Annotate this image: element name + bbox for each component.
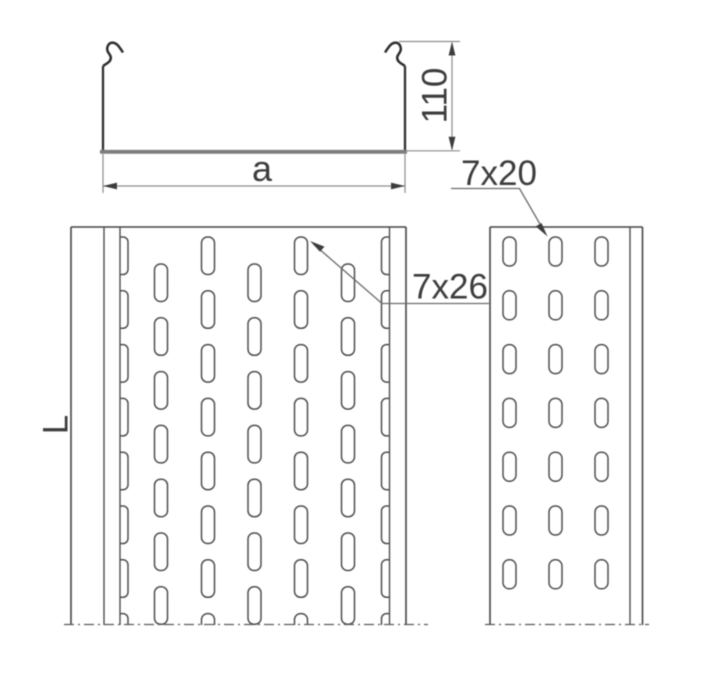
svg-text:a: a — [252, 148, 273, 189]
svg-text:L: L — [37, 415, 76, 434]
svg-text:7x20: 7x20 — [461, 154, 537, 193]
svg-text:110: 110 — [416, 68, 455, 124]
svg-text:7x26: 7x26 — [412, 268, 488, 307]
